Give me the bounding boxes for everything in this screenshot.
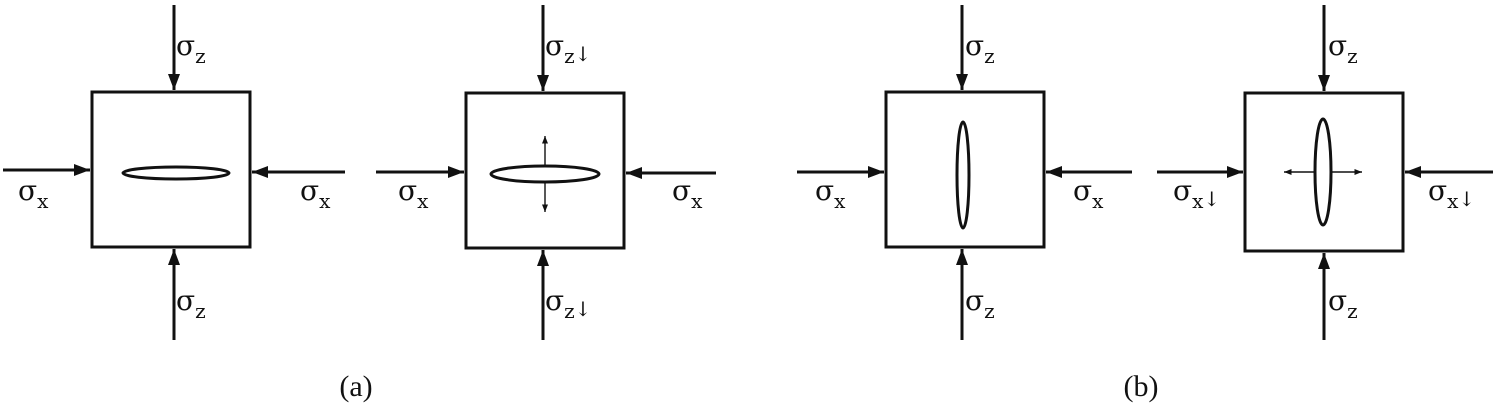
stress-element-box [884,90,1046,249]
sigma-x-right-label: σx↓ [1428,174,1475,213]
sigma-x-right-label: σx [300,174,331,213]
horizontal-crack [121,165,231,181]
stress-element-box [1243,91,1405,253]
sigma-x-left-label: σx [815,174,846,213]
cell-b2: σz σz σx↓ σx↓ [1157,5,1493,340]
cell-a1: σz σz σx σx [3,5,345,340]
sigma-z-bottom-label: σz↓ [545,284,591,323]
sigma-x-left-label: σx↓ [1173,174,1220,213]
sigma-z-top-label: σz [176,29,206,68]
vertical-crack [955,120,971,230]
sigma-z-bottom-label: σz [965,284,995,323]
stress-element-box [90,90,252,249]
vertical-crack [1313,117,1333,227]
sigma-z-top-label: σz [1328,29,1358,68]
sigma-x-right-label: σx [672,174,703,213]
sigma-z-top-label: σz [965,29,995,68]
sigma-z-bottom-label: σz [176,284,206,323]
panel-label-b: (b) [1124,370,1159,403]
horizontal-crack [489,164,601,184]
sigma-x-right-label: σx [1073,174,1104,213]
stress-element-box [464,91,626,250]
sigma-x-left-label: σx [18,174,49,213]
sigma-z-top-label: σz↓ [545,29,591,68]
sigma-x-left-label: σx [398,174,429,213]
sigma-z-bottom-label: σz [1328,284,1358,323]
cell-a2: σz↓ σz↓ σx σx [376,5,716,340]
panel-label-a: (a) [339,370,372,403]
cell-b1: σz σz σx σx [797,5,1132,340]
